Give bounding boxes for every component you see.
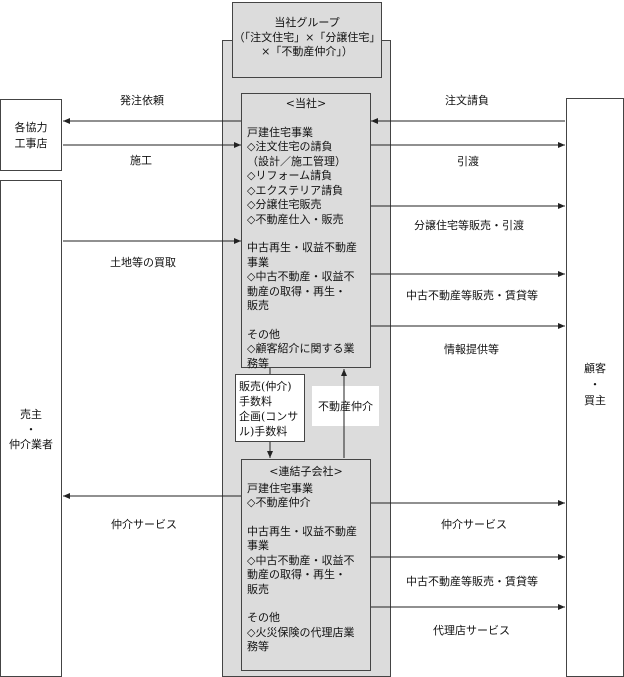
group-title-line-1: 当社グループ bbox=[274, 16, 340, 29]
label-info: 情報提供等 bbox=[444, 343, 499, 356]
label-order-request: 発注依頼 bbox=[120, 94, 164, 107]
company-title: <当社> bbox=[285, 97, 327, 110]
fee-box: 販売(仲介) 手数料 企画(コンサ ル)手数料 bbox=[235, 374, 305, 442]
subsidiary-segment-head: 中古再生・収益不動産 事業 bbox=[247, 524, 357, 553]
company-item: ◇顧客紹介に関する業 務等 bbox=[247, 342, 355, 370]
company-segment-head: 戸建住宅事業 bbox=[247, 125, 313, 139]
subsidiary-item: ◇不動産仲介 bbox=[247, 496, 311, 509]
label-construction: 施工 bbox=[130, 154, 152, 167]
label-sale-delivery: 分譲住宅等販売・引渡 bbox=[414, 219, 524, 232]
company-item: ◇注文住宅の請負 bbox=[247, 140, 333, 153]
label-used-sale-2: 中古不動産等販売・賃貸等 bbox=[406, 575, 538, 588]
sellers-box: 売主 ・ 仲介業者 bbox=[0, 180, 62, 677]
company-segment-head: その他 bbox=[247, 327, 280, 341]
label-agency: 代理店サービス bbox=[433, 624, 510, 637]
company-segment-head: 中古再生・収益不動産 事業 bbox=[247, 241, 357, 269]
contractors-box: 各協力 工事店 bbox=[0, 99, 62, 171]
sellers-label: 売主 ・ 仲介業者 bbox=[9, 408, 53, 451]
subsidiary-title: <連結子会社> bbox=[269, 465, 343, 478]
label-order-contract: 注文請負 bbox=[445, 94, 489, 107]
company-item: ◇分譲住宅販売 bbox=[247, 198, 322, 211]
company-item: ◇エクステリア請負 bbox=[247, 183, 344, 197]
company-box: <当社> 戸建住宅事業 ◇注文住宅の請負 （設計／施工管理） ◇リフォーム請負 … bbox=[241, 93, 371, 370]
subsidiary-item: ◇中古不動産・収益不 動産の取得・再生・ 販売 bbox=[247, 553, 355, 596]
company-item: ◇中古不動産・収益不 動産の取得・再生・ 販売 bbox=[247, 270, 355, 312]
subsidiary-segment-head: 戸建住宅事業 bbox=[247, 481, 313, 495]
subsidiary-box: <連結子会社> 戸建住宅事業 ◇不動産仲介 中古再生・収益不動産 事業 ◇中古不… bbox=[241, 459, 371, 671]
customers-label: 顧客 ・ 買主 bbox=[584, 362, 606, 407]
fee-label: 販売(仲介) 手数料 企画(コンサ ル)手数料 bbox=[239, 380, 299, 438]
customers-box: 顧客 ・ 買主 bbox=[566, 98, 624, 677]
brokerage-label: 不動産仲介 bbox=[318, 400, 373, 413]
label-land-purchase: 土地等の買取 bbox=[110, 256, 176, 269]
company-item: ◇リフォーム請負 bbox=[247, 169, 333, 182]
company-item: （設計／施工管理） bbox=[247, 154, 346, 168]
label-brokerage-right: 仲介サービス bbox=[441, 518, 507, 531]
group-title-box: 当社グループ （「注文住宅」×「分譲住宅」 ×「不動産仲介」） bbox=[232, 2, 382, 78]
label-delivery: 引渡 bbox=[457, 155, 479, 168]
group-title-line-2: （「注文住宅」×「分譲住宅」 bbox=[233, 30, 381, 44]
company-item: ◇不動産仕入・販売 bbox=[247, 212, 344, 226]
label-brokerage-left: 仲介サービス bbox=[111, 518, 177, 531]
contractors-label: 各協力 工事店 bbox=[14, 121, 48, 150]
brokerage-box: 不動産仲介 bbox=[312, 386, 379, 426]
subsidiary-segment-head: その他 bbox=[247, 611, 280, 624]
subsidiary-item: ◇火災保険の代理店業 務等 bbox=[247, 625, 355, 654]
group-title-line-3: ×「不動産仲介」） bbox=[261, 45, 353, 58]
label-used-sale-1: 中古不動産等販売・賃貸等 bbox=[406, 289, 538, 302]
